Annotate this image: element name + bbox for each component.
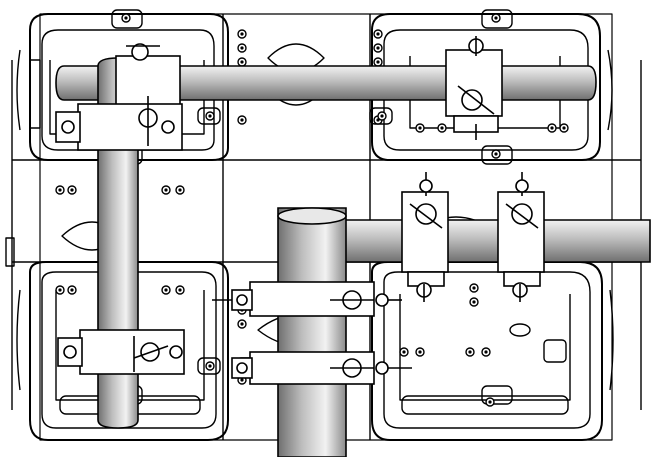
clamp-top-left — [55, 43, 183, 151]
clamp-center-upper — [212, 281, 402, 317]
clamp-top-right — [445, 36, 503, 140]
tube-center-end — [277, 207, 347, 225]
tube-center-vertical — [277, 207, 347, 457]
clamp-middle-a — [401, 172, 449, 302]
clamps — [55, 36, 545, 385]
clamp-middle-b — [497, 172, 545, 302]
clamp-bottom-left — [57, 329, 185, 375]
fixture-bottom-left — [16, 261, 229, 441]
clamp-center-lower — [231, 351, 412, 385]
